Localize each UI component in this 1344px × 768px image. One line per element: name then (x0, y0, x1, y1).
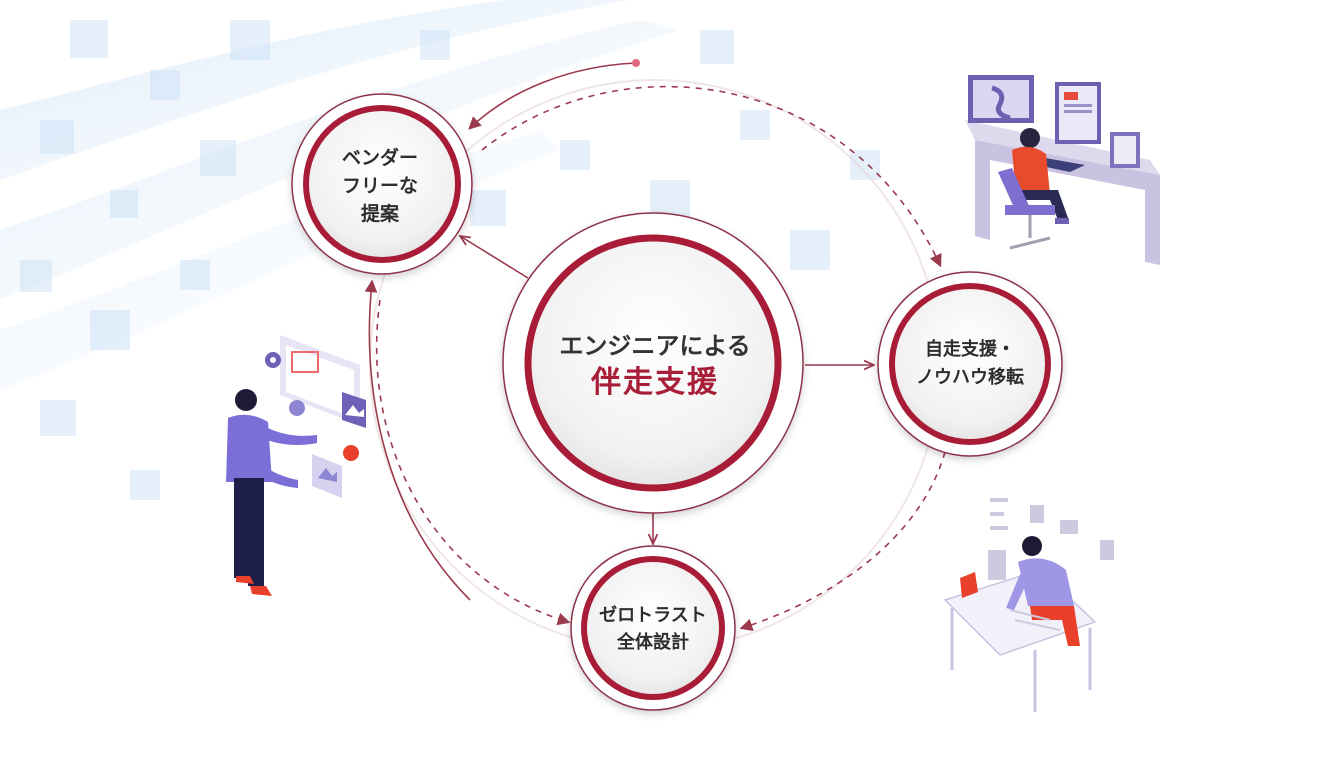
vendor-free-node (291, 93, 473, 275)
vendor-free-label: ベンダー フリーな 提案 (310, 144, 450, 228)
center-label-line2: 伴走支援 (591, 365, 719, 400)
center-arrows (460, 236, 874, 544)
vendor-free-line3: 提案 (360, 203, 399, 225)
self-support-line2: ノウハウ移転 (916, 367, 1024, 388)
desk-worker-illustration (965, 75, 1160, 265)
zero-trust-line2: 全体設計 (617, 632, 689, 653)
presenter-illustration (226, 335, 366, 596)
center-node (502, 212, 804, 514)
self-support-label: 自走支援・ ノウハウ移転 (890, 336, 1050, 392)
zero-trust-line1: ゼロトラスト (599, 605, 707, 626)
self-support-node (877, 271, 1063, 457)
vendor-free-line1: ベンダー (341, 147, 418, 169)
vendor-free-line2: フリーな (341, 175, 418, 197)
designer-illustration (943, 498, 1114, 712)
self-support-line1: 自走支援・ (925, 339, 1015, 360)
zero-trust-node (570, 545, 736, 711)
cycle-arrows (364, 59, 946, 631)
zero-trust-label: ゼロトラスト 全体設計 (578, 602, 728, 656)
center-node-label: エンジニアによる 伴走支援 (530, 330, 780, 404)
center-label-line1: エンジニアによる (559, 332, 751, 360)
